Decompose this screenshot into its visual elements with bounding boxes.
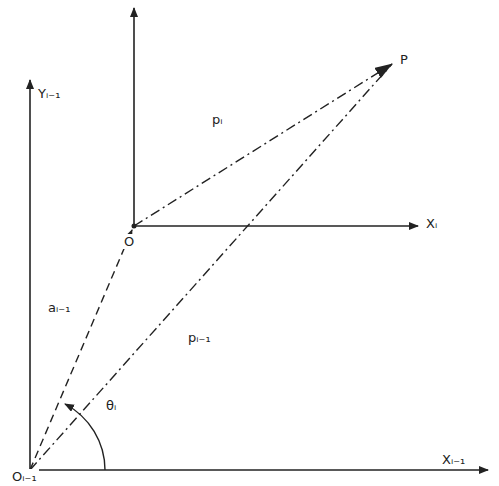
vector-lines (30, 64, 392, 470)
axis-label: Xᵢ₋₁ (440, 452, 467, 467)
axis-lines (24, 8, 488, 478)
angle-label: θᵢ (104, 398, 118, 413)
axis-label: Xᵢ (424, 216, 439, 231)
point-label: P (398, 52, 410, 67)
vector-label: pᵢ (210, 112, 225, 127)
origin-label: Oᵢ₋₁ (10, 469, 39, 484)
vector-label: pᵢ₋₁ (186, 330, 213, 345)
axis-label: Yᵢ₋₁ (36, 86, 62, 101)
origin-dot (132, 224, 137, 229)
origin-label: O (122, 234, 136, 249)
vector-label: aᵢ₋₁ (46, 300, 72, 315)
